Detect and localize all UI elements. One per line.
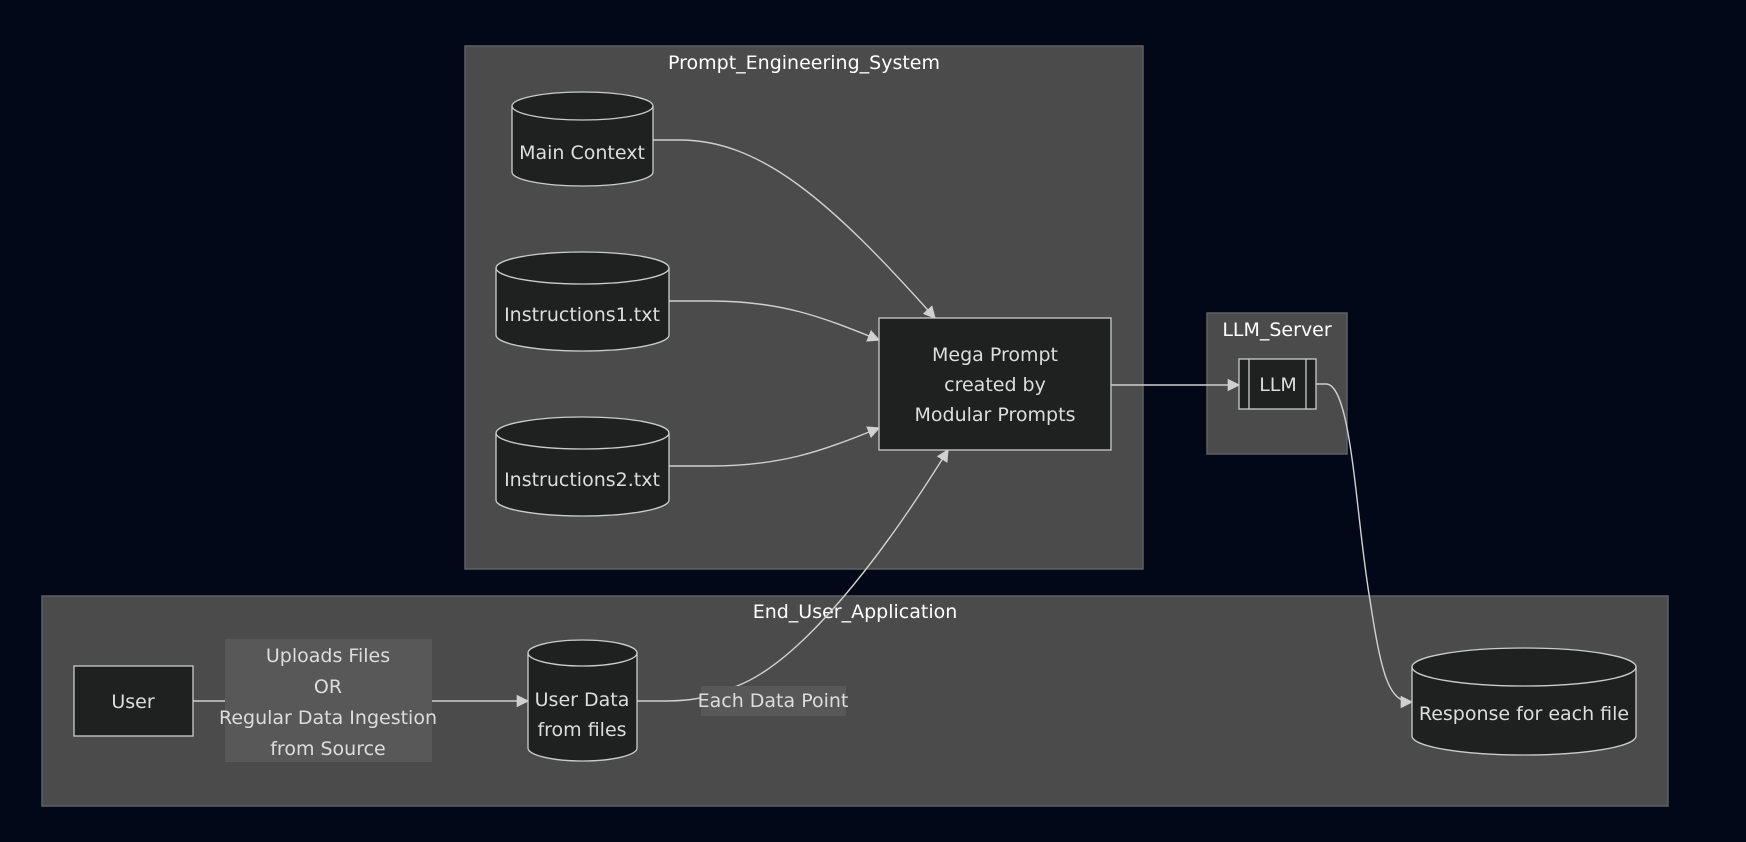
cylinder-shape bbox=[495, 251, 670, 352]
cylinder-shape bbox=[495, 416, 670, 517]
node-user-label: User bbox=[111, 691, 154, 713]
cylinder-top-rim bbox=[495, 267, 670, 285]
node-instructions1-label: Instructions1.txt bbox=[504, 304, 660, 326]
node-response[interactable]: Response for each file bbox=[1411, 647, 1637, 756]
edge-instructions1-to-mega-prompt bbox=[669, 300, 881, 342]
edge-label-uploads-bg bbox=[225, 639, 432, 762]
edge-label-uploads: Uploads Files OR Regular Data Ingestion … bbox=[219, 639, 437, 762]
node-instructions2[interactable]: Instructions2.txt bbox=[495, 416, 670, 517]
node-user-data-line-2: from files bbox=[537, 719, 626, 741]
node-instructions1[interactable]: Instructions1.txt bbox=[495, 251, 670, 352]
node-llm-label: LLM bbox=[1259, 374, 1297, 396]
node-main-context[interactable]: Main Context bbox=[511, 91, 654, 187]
node-mega-prompt-line-3: Modular Prompts bbox=[915, 404, 1076, 426]
edge-label-each-data-point: Each Data Point bbox=[698, 686, 849, 716]
edge-label-uploads-line-2: OR bbox=[314, 676, 342, 698]
node-main-context-label: Main Context bbox=[519, 142, 645, 164]
edge-main-context-to-mega-prompt bbox=[653, 139, 936, 319]
edge-user-data-to-mega-prompt bbox=[637, 448, 949, 702]
node-instructions2-label: Instructions2.txt bbox=[504, 469, 660, 491]
cylinder-top-rim bbox=[511, 105, 654, 121]
cluster-prompt-engineering-system-title: Prompt_Engineering_System bbox=[668, 52, 940, 74]
cylinder-shape bbox=[527, 639, 638, 762]
edge-label-uploads-line-3: Regular Data Ingestion bbox=[219, 707, 437, 729]
cylinder-shape bbox=[511, 91, 654, 187]
cylinder-top-rim bbox=[495, 432, 670, 450]
node-response-label: Response for each file bbox=[1419, 703, 1629, 725]
node-mega-prompt-box bbox=[878, 317, 1112, 451]
cylinder-top-rim bbox=[527, 652, 638, 667]
node-mega-prompt[interactable]: Mega Prompt created by Modular Prompts bbox=[878, 317, 1112, 451]
edge-label-each-data-point-text: Each Data Point bbox=[698, 690, 849, 712]
cylinder-top-rim bbox=[1411, 666, 1637, 687]
edge-instructions2-to-mega-prompt bbox=[669, 426, 881, 467]
edge-label-each-data-point-bg bbox=[701, 686, 846, 716]
node-user-data[interactable]: User Data from files bbox=[527, 639, 638, 762]
node-llm-box bbox=[1238, 358, 1317, 410]
node-user[interactable]: User bbox=[73, 665, 194, 737]
node-user-data-line-1: User Data bbox=[535, 689, 630, 711]
cluster-llm-server-title: LLM_Server bbox=[1222, 319, 1332, 341]
node-mega-prompt-line-2: created by bbox=[944, 374, 1046, 396]
edge-label-uploads-line-4: from Source bbox=[270, 738, 386, 760]
node-user-box bbox=[73, 665, 194, 737]
cluster-end-user-application-title: End_User_Application bbox=[753, 601, 958, 623]
cylinder-shape bbox=[1411, 647, 1637, 756]
node-mega-prompt-line-1: Mega Prompt bbox=[932, 344, 1058, 366]
node-llm[interactable]: LLM bbox=[1238, 358, 1317, 410]
edge-label-uploads-line-1: Uploads Files bbox=[266, 645, 390, 667]
edge-llm-to-response bbox=[1316, 383, 1414, 709]
